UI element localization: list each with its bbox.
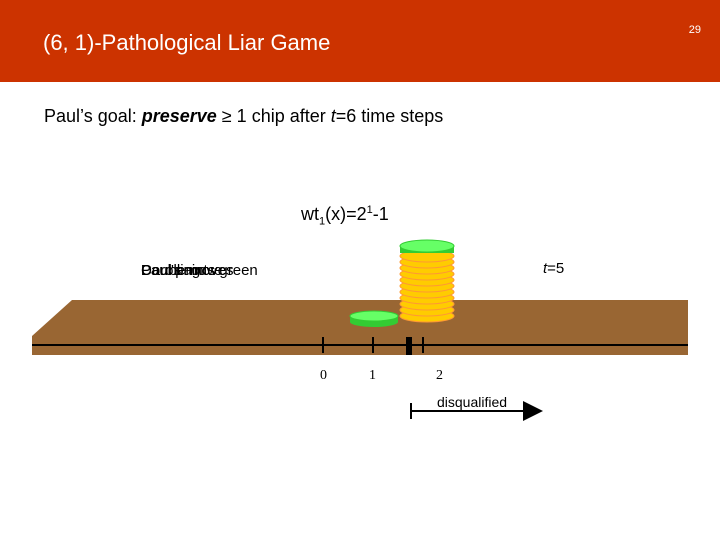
goal-t: t <box>330 106 336 126</box>
time-value: =5 <box>547 260 565 277</box>
step-label-carole: Carole moves <box>141 262 234 279</box>
step-label-doubling: Doubling <box>141 262 201 279</box>
step-label-paint: Paul paints green <box>141 262 258 279</box>
disqualified-label: disqualified <box>437 394 508 410</box>
slide-header: (6, 1)-Pathological Liar Game 29 <box>0 0 720 82</box>
goal-statement: Paul’s goal: preserve ≥ 1 chip after t=6… <box>44 106 443 127</box>
chip-stack <box>399 239 455 323</box>
weight-subscript: 1 <box>319 215 326 228</box>
weight-suffix: -1 <box>372 204 389 224</box>
axis-label-0: 0 <box>320 368 327 383</box>
time-var: t <box>543 260 548 277</box>
axis-label-2: 2 <box>436 368 443 383</box>
stack-top-chip <box>399 239 455 253</box>
weight-superscript: 1 <box>366 204 373 216</box>
single-chip <box>349 310 399 327</box>
goal-emphasis: preserve <box>141 106 217 126</box>
step-label-paul: Paul's move <box>141 262 223 279</box>
threshold-marker <box>406 337 412 355</box>
goal-suffix: =6 time steps <box>335 106 444 126</box>
slide-title: (6, 1)-Pathological Liar Game <box>43 30 331 55</box>
weight-prefix: wt <box>301 204 319 224</box>
goal-prefix: Paul’s goal: <box>44 106 142 126</box>
weight-mid: (x)=2 <box>325 204 367 224</box>
goal-relation: ≥ 1 chip after <box>216 106 331 126</box>
time-step-label: t=5 <box>543 260 564 277</box>
page-number: 29 <box>688 24 701 36</box>
axis-label-1: 1 <box>369 368 376 383</box>
weight-formula: wt1(x)=21-1 <box>301 204 389 228</box>
